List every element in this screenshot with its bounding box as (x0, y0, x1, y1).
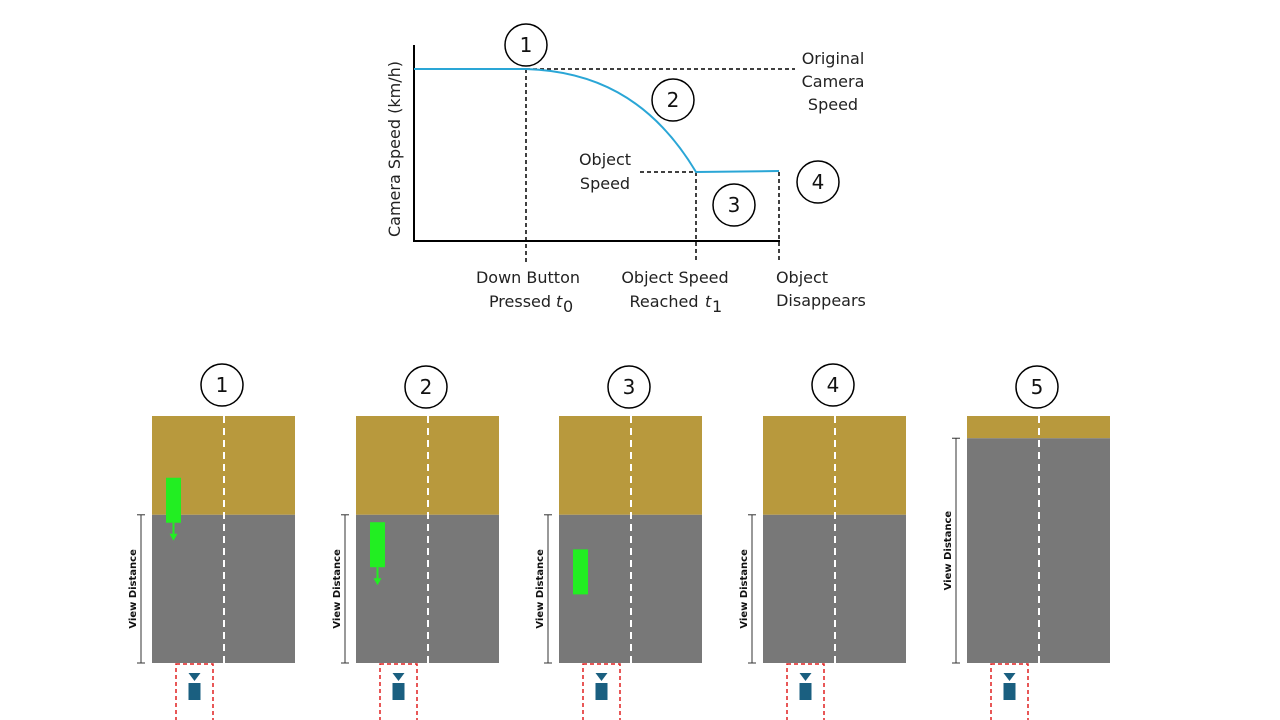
camera-body-icon (595, 683, 608, 700)
speed-chart: Camera Speed (km/h) Original Camera Spee… (385, 23, 866, 316)
ground-area (967, 416, 1110, 439)
camera-fov-box (786, 663, 825, 720)
object-vehicle (370, 522, 385, 568)
view-distance-label: View Distance (739, 549, 750, 629)
panel-number: 3 (623, 375, 636, 399)
panel-number: 4 (827, 373, 840, 397)
view-distance-label: View Distance (332, 549, 343, 629)
camera-lens-icon (188, 673, 201, 681)
view-distance-label: View Distance (128, 549, 139, 629)
camera-body-icon (392, 683, 405, 700)
camera-fov-box (175, 663, 214, 720)
phase-marker-2: 2 (651, 78, 695, 122)
scene-panel-2: View Distance 2 (332, 365, 499, 720)
view-distance-label: View Distance (943, 511, 954, 591)
panel-number-circle (811, 363, 855, 407)
phase-number: 1 (520, 33, 533, 57)
camera-body-icon (188, 683, 201, 700)
speed-curve (414, 68, 780, 174)
scene-panel-4: View Distance 4 (739, 363, 906, 720)
camera-lens-icon (1003, 673, 1016, 681)
object-speed-label-2: Speed (580, 174, 630, 193)
panel-number-circle (1015, 365, 1059, 409)
t1-symbol: t (705, 292, 712, 311)
y-axis-label: Camera Speed (km/h) (385, 61, 404, 237)
object-vehicle (573, 549, 588, 595)
phase-marker-1: 1 (504, 23, 548, 67)
scene-panel-3: View Distance 3 (535, 365, 702, 720)
t1-label-2: Reached (630, 292, 699, 311)
panel-number: 1 (216, 373, 229, 397)
phase-number: 3 (728, 193, 741, 217)
phase-marker-4: 4 (796, 160, 840, 204)
camera-fov-box (990, 663, 1029, 720)
panel-number: 5 (1031, 375, 1044, 399)
camera-fov-box (582, 663, 621, 720)
t1-label-1: Object Speed (621, 268, 728, 287)
original-speed-label-1: Original (802, 49, 865, 68)
original-speed-label-2: Camera (802, 72, 865, 91)
camera-lens-icon (392, 673, 405, 681)
motion-arrow-head (169, 533, 178, 541)
scene-panel-5: View Distance 5 (943, 365, 1110, 720)
t1-subscript: 1 (712, 297, 722, 316)
camera-body-icon (799, 683, 812, 700)
panel-number-circle (200, 363, 244, 407)
t0-label-1: Down Button (476, 268, 580, 287)
panel-number: 2 (420, 375, 433, 399)
camera-body-icon (1003, 683, 1016, 700)
panel-number-circle (607, 365, 651, 409)
phase-marker-3: 3 (712, 183, 756, 227)
phase-number: 4 (812, 170, 825, 194)
t0-subscript: 0 (563, 297, 573, 316)
scene-panel-1: View Distance 1 (128, 363, 295, 720)
panel-number-circle (404, 365, 448, 409)
phase-number: 2 (667, 88, 680, 112)
camera-lens-icon (595, 673, 608, 681)
camera-lens-icon (799, 673, 812, 681)
t0-label-2: Pressed (489, 292, 551, 311)
object-vehicle (166, 477, 181, 523)
camera-fov-box (379, 663, 418, 720)
t0-symbol: t (556, 292, 563, 311)
motion-arrow-head (373, 578, 382, 586)
view-distance-label: View Distance (535, 549, 546, 629)
disappear-label-1: Object (776, 268, 828, 287)
disappear-label-2: Disappears (776, 291, 866, 310)
object-speed-label-1: Object (579, 150, 631, 169)
original-speed-label-3: Speed (808, 95, 858, 114)
